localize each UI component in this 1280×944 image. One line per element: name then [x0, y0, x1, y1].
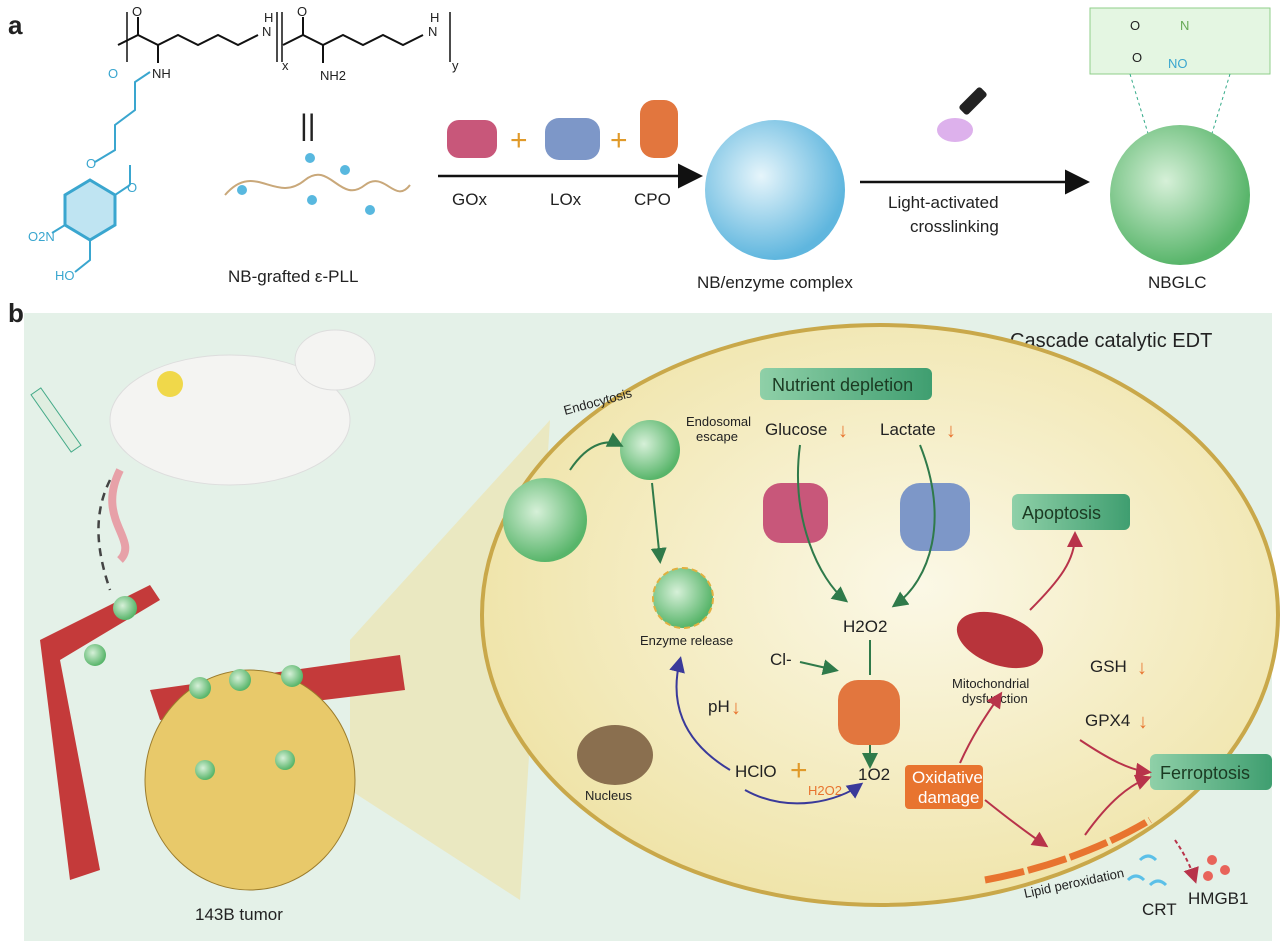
- h2o2-small-label: H2O2: [808, 783, 842, 798]
- subscript-x: x: [282, 58, 289, 73]
- flashlight-icon: [937, 87, 987, 142]
- panel-b-label: b: [8, 298, 24, 328]
- hclo-label: HClO: [735, 762, 777, 781]
- crosslink-inset: [1089, 7, 1271, 75]
- nucleus-label: Nucleus: [585, 788, 632, 803]
- gox-protein: [447, 120, 497, 158]
- cpo-enzyme: [838, 680, 900, 745]
- down-arrow-icon: ↓: [731, 697, 741, 719]
- endosome: [620, 420, 680, 480]
- mitochondrion: [956, 611, 1044, 669]
- gsh-label: GSH: [1090, 657, 1127, 676]
- enzyme-cpo: CPO: [634, 190, 671, 209]
- hydrogen-label: H: [430, 10, 439, 25]
- hmgb1-icon: [1203, 855, 1230, 881]
- ferroptosis-label: Ferroptosis: [1160, 763, 1250, 783]
- nitro-label: O2N: [28, 229, 55, 244]
- gox-enzyme: [763, 483, 828, 543]
- endosomal-escape-label-2: escape: [696, 429, 738, 444]
- h2o2-label: H2O2: [843, 617, 887, 636]
- released-particle: [652, 567, 714, 629]
- syringe-icon: [30, 387, 82, 453]
- light-activated-label: Light-activated: [888, 193, 999, 212]
- plus-sign: +: [790, 754, 808, 787]
- oxidative-damage-label: Oxidative: [912, 768, 983, 787]
- lox-protein: [545, 118, 600, 160]
- oxygen-label: O: [86, 156, 96, 171]
- oxygen-label: O: [132, 4, 142, 19]
- hydroxyl-label: HO: [55, 268, 75, 283]
- nitrogen-label: N: [262, 24, 271, 39]
- tumor-label: 143B tumor: [195, 905, 283, 924]
- inset-oxygen: O: [1132, 50, 1142, 65]
- singlet-oxygen-label: 1O2: [858, 765, 890, 784]
- nbglc-sphere: [1110, 125, 1250, 265]
- nbglc-particle: [503, 478, 587, 562]
- crosslinking-label: crosslinking: [910, 217, 999, 236]
- rat-illustration: [108, 329, 376, 563]
- tumor-cell: [480, 323, 1280, 907]
- gpx4-label: GPX4: [1085, 711, 1130, 730]
- plus-sign: +: [610, 124, 628, 157]
- inset-nitroso: NO: [1168, 56, 1188, 71]
- hmgb1-label: HMGB1: [1188, 889, 1248, 908]
- nucleus: [577, 725, 653, 785]
- plus-sign: +: [510, 124, 528, 157]
- apoptosis-box: [1012, 494, 1130, 530]
- down-arrow-icon: ↓: [838, 420, 848, 442]
- hydrogen-label: H: [264, 10, 273, 25]
- nutrient-depletion-box: [760, 368, 932, 400]
- oxygen-label: O: [297, 4, 307, 19]
- oxidative-damage-box: [905, 765, 983, 809]
- apoptosis-label: Apoptosis: [1022, 503, 1101, 523]
- panel-a-label: a: [8, 10, 23, 40]
- enzyme-release-label: Enzyme release: [640, 633, 733, 648]
- inset-oxygen: O: [1130, 18, 1140, 33]
- glucose-label: Glucose: [765, 420, 827, 439]
- down-arrow-icon: ↓: [946, 420, 956, 442]
- down-arrow-icon: ↓: [1138, 711, 1148, 733]
- enzyme-lox: LOx: [550, 190, 582, 209]
- ferroptosis-box: [1150, 754, 1272, 790]
- lactate-label: Lactate: [880, 420, 936, 439]
- equivalence-sign: ||: [300, 109, 316, 142]
- injection-path: [97, 479, 112, 591]
- enzymes: + +: [447, 100, 678, 160]
- down-arrow-icon: ↓: [1137, 657, 1147, 679]
- blood-vessel-and-tumor: [40, 585, 405, 891]
- enzyme-gox: GOx: [452, 190, 487, 209]
- polymer-chain-illustration: [224, 153, 411, 215]
- crt-label: CRT: [1142, 900, 1177, 919]
- endosomal-escape-label: Endosomal: [686, 414, 751, 429]
- nbglc-label: NBGLC: [1148, 273, 1207, 292]
- oxidative-damage-label-2: damage: [918, 788, 979, 807]
- oxygen-label: O: [127, 180, 137, 195]
- mito-label: Mitochondrial: [952, 676, 1029, 691]
- lipid-membrane: [984, 816, 1152, 884]
- panel-b-title: Cascade catalytic EDT: [1010, 330, 1212, 352]
- nitrogen-label: N: [428, 24, 437, 39]
- nutrient-depletion-label: Nutrient depletion: [772, 375, 913, 395]
- complex-label: NB/enzyme complex: [697, 273, 853, 292]
- chemical-structure: O N H x O N H y NH NH2 O O O O2N HO: [28, 4, 459, 283]
- inset-nitrogen: N: [1180, 18, 1189, 33]
- nh2-label: NH2: [320, 68, 346, 83]
- nb-enzyme-complex-sphere: [705, 120, 845, 260]
- crt-icon: [1126, 854, 1168, 887]
- ph-label: pH: [708, 697, 730, 716]
- chloride-label: Cl-: [770, 650, 792, 669]
- cpo-protein: [640, 100, 678, 158]
- polymer-label: NB-grafted ε-PLL: [228, 267, 358, 286]
- oxygen-label: O: [108, 66, 118, 81]
- subscript-y: y: [452, 58, 459, 73]
- nh-label: NH: [152, 66, 171, 81]
- tumor-site: [157, 371, 183, 397]
